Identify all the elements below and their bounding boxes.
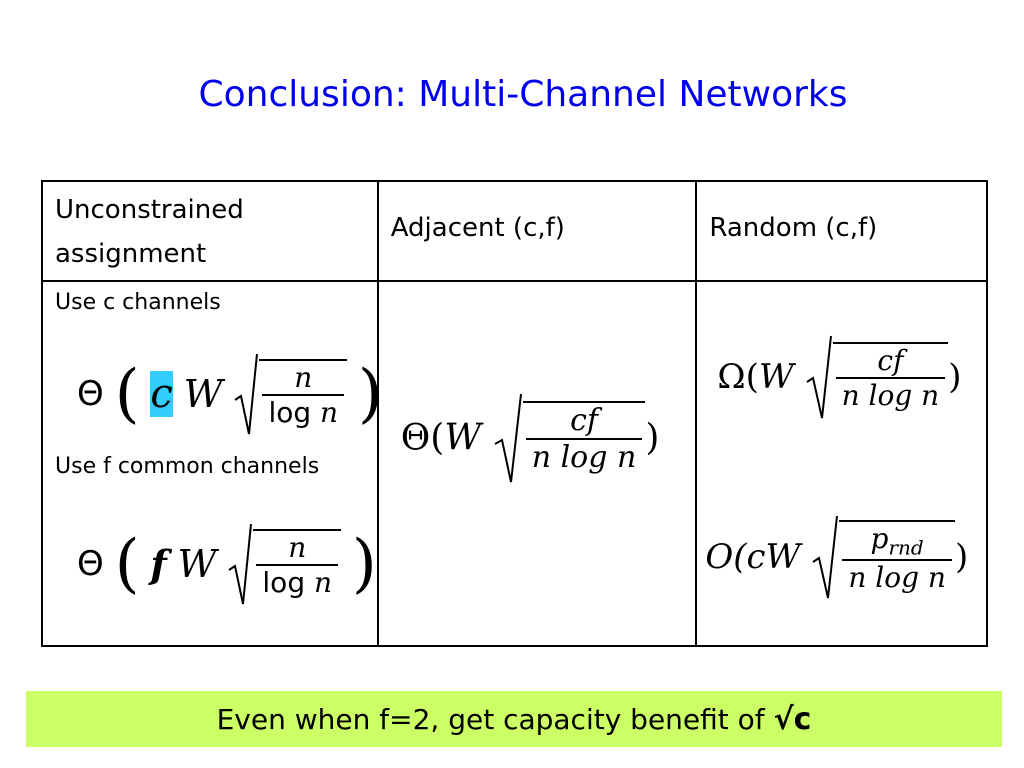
radical-sign-icon (228, 523, 253, 605)
header-row: Unconstrained assignment Adjacent (c,f) … (41, 180, 988, 282)
sqrt-c-symbol: √c (773, 702, 812, 737)
w-variable: W (183, 372, 223, 416)
close-paren: ) (645, 417, 660, 459)
w-variable: W (444, 417, 482, 459)
close-paren: ) (351, 527, 377, 601)
o-open: O( (705, 537, 747, 577)
denominator: n log n (531, 440, 637, 475)
radical-sign-icon (494, 393, 522, 483)
w-variable: W (177, 542, 217, 586)
radical-sign-icon (812, 515, 839, 599)
header-label: Random (c,f) (709, 213, 878, 243)
header-label: Unconstrained assignment (55, 195, 244, 269)
log-text: log (268, 396, 312, 429)
radical-sign-icon (806, 335, 832, 419)
f-variable: f (150, 541, 167, 587)
header-unconstrained: Unconstrained assignment (41, 180, 379, 282)
c-variable: c (150, 371, 173, 417)
log-text: log (262, 566, 306, 599)
use-f-label: Use f common channels (55, 454, 320, 479)
open-paren: ( (114, 357, 140, 431)
theta-symbol: Θ (77, 544, 104, 584)
close-paren: ) (948, 357, 962, 397)
header-random: Random (c,f) (695, 180, 988, 282)
omega-open: Ω( (717, 357, 759, 397)
banner-text: Even when f=2, get capacity benefit of (216, 703, 765, 736)
close-paren: ) (954, 537, 969, 577)
denominator-n: n (314, 566, 333, 599)
open-paren: ( (114, 527, 140, 601)
numerator: n (256, 531, 339, 566)
use-c-label: Use c channels (55, 290, 221, 315)
header-label: Adjacent (c,f) (390, 213, 565, 243)
numerator-subscript: rnd (888, 535, 924, 560)
denominator: n log n (848, 561, 946, 595)
numerator-p: p (870, 521, 889, 555)
numerator: cf (525, 403, 643, 440)
header-adjacent: Adjacent (c,f) (376, 180, 698, 282)
comparison-table: Unconstrained assignment Adjacent (c,f) … (41, 180, 988, 647)
w-variable: W (758, 357, 794, 397)
denominator-n: n (320, 396, 339, 429)
numerator: n (262, 361, 345, 396)
numerator: cf (835, 344, 946, 379)
conclusion-banner: Even when f=2, get capacity benefit of √… (26, 691, 1002, 747)
theta-symbol: Θ (77, 374, 104, 414)
cw-variable: cW (746, 537, 801, 577)
denominator: n log n (841, 379, 940, 412)
slide-title: Conclusion: Multi-Channel Networks (198, 74, 848, 115)
theta-open: Θ( (400, 417, 445, 459)
radical-sign-icon (234, 353, 259, 435)
